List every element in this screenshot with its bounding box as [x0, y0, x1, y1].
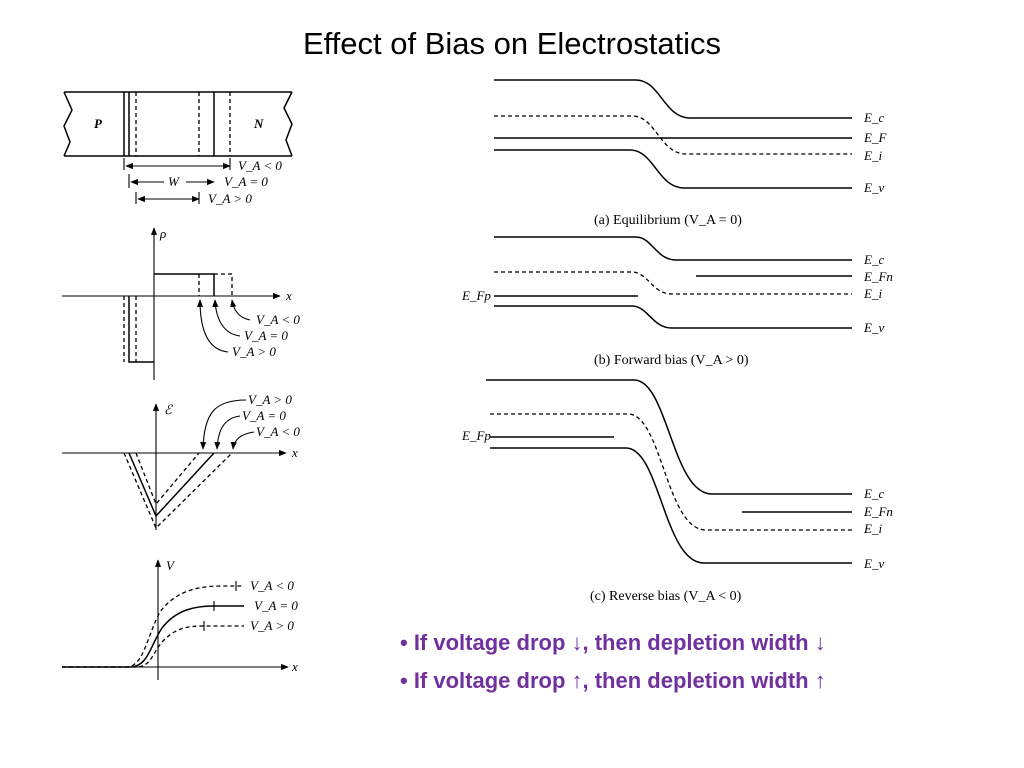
- potential-plot: V x V_A < 0 V_A = 0 V_A > 0: [62, 558, 298, 680]
- band-a-ec: [494, 79, 852, 119]
- rho-positive-charge-solid: [154, 273, 215, 296]
- band-diagram-equilibrium: E_c E_F E_i E_v (a) Equilibrium (V_A = 0…: [494, 79, 887, 228]
- rho-label-va-eq: V_A = 0: [244, 328, 288, 343]
- band-c-caption: (c) Reverse bias (V_A < 0): [590, 589, 742, 604]
- band-a-ev: [494, 149, 852, 189]
- bullet-voltage-drop-increase: • If voltage drop ↑, then depletion widt…: [400, 668, 826, 693]
- band-a-ei: [494, 115, 852, 155]
- width-label-va-lt: V_A < 0: [238, 158, 282, 173]
- rho-axis-label: ρ: [159, 226, 166, 241]
- band-b-efn-label: E_Fn: [863, 269, 893, 284]
- field-triangle-forward: [135, 452, 200, 506]
- rho-negative-charge-solid: [128, 296, 154, 363]
- rho-label-va-lt: V_A < 0: [256, 312, 300, 327]
- width-label-va-eq: V_A = 0: [224, 174, 268, 189]
- w-label: W: [168, 174, 180, 189]
- charge-density-plot: ρ x V_A < 0 V_A = 0 V_A > 0: [62, 226, 300, 380]
- bar-left-break: [63, 91, 73, 157]
- field-label-va-lt: V_A < 0: [256, 424, 300, 439]
- bullet-voltage-drop-decrease: • If voltage drop ↓, then depletion widt…: [400, 630, 826, 655]
- potential-label-va-lt: V_A < 0: [250, 578, 294, 593]
- band-a-ev-label: E_v: [863, 180, 884, 195]
- field-triangle-solid: [128, 452, 215, 518]
- band-c-ev-label: E_v: [863, 556, 884, 571]
- potential-curve-forward: [62, 625, 244, 668]
- band-b-ec: [494, 236, 852, 261]
- field-label-va-gt: V_A > 0: [248, 392, 292, 407]
- potential-x-label: x: [291, 659, 298, 674]
- band-c-efn-label: E_Fn: [863, 504, 893, 519]
- field-x-label: x: [291, 445, 298, 460]
- band-a-ef-label: E_F: [863, 130, 887, 145]
- band-diagram-reverse: E_Fp E_c E_Fn E_i E_v (c) Reverse bias (…: [461, 379, 893, 604]
- rho-positive-charge-dashed: [214, 273, 233, 296]
- field-triangle-reverse: [123, 452, 233, 530]
- band-c-ev: [490, 447, 852, 564]
- width-label-va-gt: V_A > 0: [208, 191, 252, 206]
- band-c-ei-label: E_i: [863, 521, 882, 536]
- band-b-ei: [494, 271, 852, 295]
- band-c-ec: [486, 379, 852, 495]
- band-b-ev: [494, 305, 852, 329]
- band-b-ev-label: E_v: [863, 320, 884, 335]
- potential-curve-solid: [62, 605, 244, 668]
- bar-right-break: [283, 91, 293, 157]
- rho-label-va-gt: V_A > 0: [232, 344, 276, 359]
- band-diagram-forward: E_c E_Fn E_Fp E_i E_v (b) Forward bias (…: [461, 236, 893, 368]
- p-region-label: P: [94, 116, 103, 131]
- n-region-label: N: [253, 116, 264, 131]
- potential-label-va-eq: V_A = 0: [254, 598, 298, 613]
- band-c-efp-label: E_Fp: [461, 428, 491, 443]
- band-c-ei: [490, 413, 852, 531]
- band-b-ec-label: E_c: [863, 252, 884, 267]
- band-c-ec-label: E_c: [863, 486, 884, 501]
- band-a-ec-label: E_c: [863, 110, 884, 125]
- band-a-caption: (a) Equilibrium (V_A = 0): [594, 213, 742, 228]
- slide-title: Effect of Bias on Electrostatics: [302, 26, 722, 61]
- band-b-ei-label: E_i: [863, 286, 882, 301]
- band-a-ei-label: E_i: [863, 148, 882, 163]
- potential-axis-label: V: [166, 558, 176, 573]
- field-axis-label: ℰ: [164, 402, 173, 417]
- pn-junction-diagram: P N V_A < 0 W V_A = 0 V_A > 0: [63, 91, 293, 206]
- rho-x-label: x: [285, 288, 292, 303]
- electric-field-plot: ℰ x V_A > 0 V_A = 0 V_A < 0: [62, 392, 300, 530]
- field-label-va-eq: V_A = 0: [242, 408, 286, 423]
- band-b-caption: (b) Forward bias (V_A > 0): [594, 353, 749, 368]
- potential-label-va-gt: V_A > 0: [250, 618, 294, 633]
- band-b-efp-label: E_Fp: [461, 288, 491, 303]
